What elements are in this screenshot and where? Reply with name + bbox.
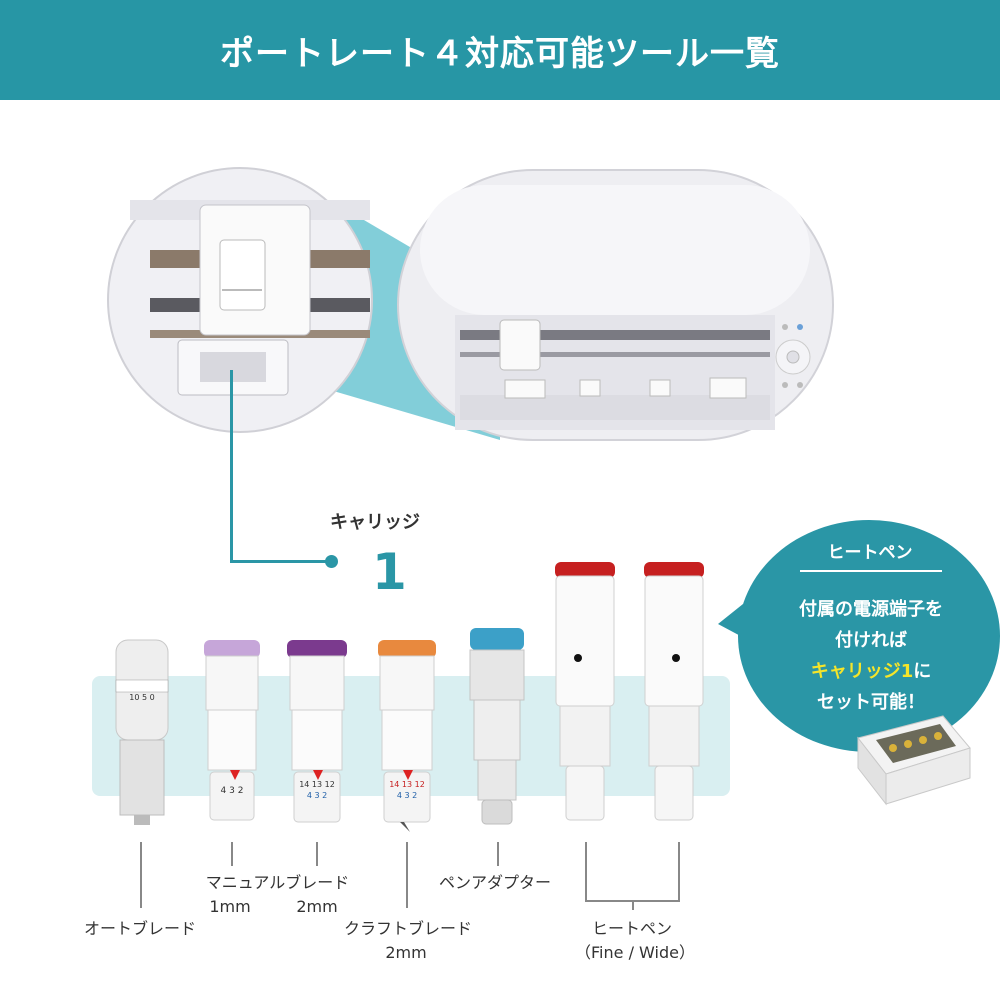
- bubble-line-1: 付属の電源端子を: [799, 599, 943, 620]
- zoom-circle: [107, 167, 373, 433]
- machine-illustration: [107, 167, 834, 441]
- heat-pen-fine-stem: [585, 842, 587, 902]
- page-title: ポートレート４対応可能ツール一覧: [220, 33, 780, 74]
- power-terminal-accessory: [857, 715, 971, 806]
- bubble-title: ヒートペン: [827, 543, 913, 563]
- manual-blade-2mm-dial-top: 14 13 12: [299, 780, 335, 789]
- bubble-text: 付属の電源端子を 付ければ キャリッジ1に セット可能！: [748, 594, 994, 718]
- auto-blade-scale: 10 5 0: [129, 693, 155, 702]
- manual-blade-tool: [204, 640, 260, 821]
- heat-pen-wide-stem: [678, 842, 680, 902]
- bubble-highlight: キャリッジ1: [810, 661, 914, 682]
- heat-pen-fine-tool: [555, 562, 615, 821]
- pen-adapter-tool: [469, 628, 525, 825]
- pen-adapter-label: ペンアダプター: [438, 873, 551, 892]
- manual-blade-label: マニュアルブレード: [205, 873, 350, 892]
- auto-blade-stem: [140, 842, 142, 908]
- bubble-line-4: セット可能！: [817, 692, 925, 713]
- bubble-divider: [800, 570, 942, 572]
- connector-vertical: [230, 370, 233, 563]
- pen-adapter-stem: [497, 842, 499, 866]
- heat-pen-variants: （Fine / Wide）: [575, 943, 695, 962]
- craft-blade-label: クラフトブレード: [343, 919, 472, 938]
- craft-blade-dial-bottom: 4 3 2: [396, 791, 418, 800]
- auto-blade-tool: [115, 639, 169, 825]
- tools-illustration: [115, 562, 704, 832]
- manual-blade-2mm-stem: [316, 842, 318, 866]
- heat-pen-bracket-stem: [632, 900, 634, 910]
- carriage-slot-number: 1: [372, 543, 407, 601]
- bubble-line-2: 付ければ: [835, 630, 907, 651]
- heat-pen-wide-tool: [644, 562, 704, 821]
- cutting-machine: [397, 169, 834, 441]
- craft-blade-size: 2mm: [385, 943, 427, 962]
- manual-blade-2mm-dial-bottom: 4 3 2: [306, 791, 328, 800]
- manual-blade-dial: 4 3 2: [220, 786, 244, 796]
- bubble-line-3: キャリッジ1に: [748, 656, 994, 687]
- craft-blade-tool: [378, 640, 436, 832]
- manual-blade-size: 1mm: [209, 897, 251, 916]
- manual-blade-2mm-tool: [287, 640, 347, 823]
- craft-blade-stem: [406, 842, 408, 908]
- heat-pen-label: ヒートペン: [591, 919, 672, 938]
- craft-blade-dial-top: 14 13 12: [389, 780, 425, 789]
- connector-horizontal: [230, 560, 330, 563]
- auto-blade-label: オートブレード: [83, 919, 196, 938]
- info-bubble: [738, 520, 1000, 752]
- connector-dot: [325, 555, 338, 568]
- header-banner: ポートレート４対応可能ツール一覧: [0, 0, 1000, 100]
- bubble-line-3-suffix: に: [913, 661, 932, 682]
- manual-blade-stem: [231, 842, 233, 866]
- carriage-label: キャリッジ: [330, 512, 420, 533]
- manual-blade-2mm-size: 2mm: [296, 897, 338, 916]
